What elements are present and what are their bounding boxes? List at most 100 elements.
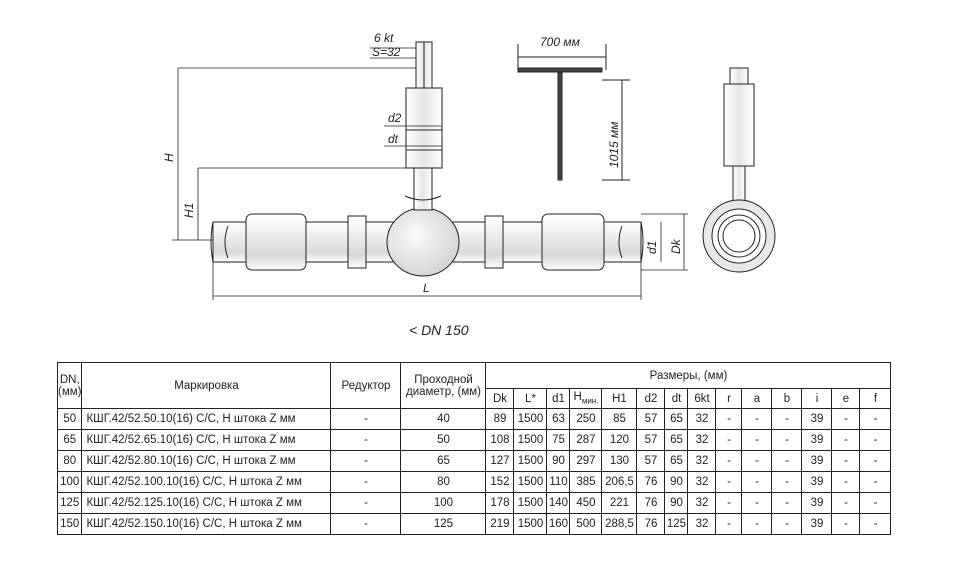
header-dn: DN, (мм) xyxy=(56,362,83,409)
table-cell: 90 xyxy=(664,492,689,514)
table-cell: 57 xyxy=(636,450,666,472)
table-cell: КШГ.42/52.50.10(16) С/С, Н штока Z мм xyxy=(81,408,332,430)
table-cell: 288,5 xyxy=(601,513,638,535)
table-cell: 1500 xyxy=(513,471,548,493)
table-cell: 65 xyxy=(664,408,689,430)
table-cell: - xyxy=(771,429,803,451)
table-cell: КШГ.42/52.150.10(16) С/С, Н штока Z мм xyxy=(81,513,332,535)
table-cell: 219 xyxy=(485,513,515,535)
table-cell: 120 xyxy=(601,429,638,451)
table-cell: 150 xyxy=(56,513,83,535)
table-cell: 287 xyxy=(569,429,603,451)
table-cell: 206,5 xyxy=(601,471,638,493)
table-cell: 1500 xyxy=(513,429,548,451)
table-cell: 50 xyxy=(56,408,83,430)
d1-label: d1 xyxy=(645,241,659,254)
table-cell: - xyxy=(741,408,773,430)
key-height-label: 1015 мм xyxy=(607,122,621,168)
subheader-h-min: Hмин. xyxy=(569,388,603,409)
table-cell: 130 xyxy=(601,450,638,472)
h1-label: H1 xyxy=(182,203,196,218)
table-cell: 1500 xyxy=(513,513,548,535)
table-cell: - xyxy=(715,408,743,430)
table-cell: 1500 xyxy=(513,450,548,472)
subheader-d1: d1 xyxy=(546,388,571,409)
table-cell: 63 xyxy=(546,408,571,430)
subheader-r: r xyxy=(715,388,743,409)
header-bore: Проходной диаметр, (мм) xyxy=(400,362,487,409)
table-cell: 32 xyxy=(687,408,717,430)
table-cell: 108 xyxy=(485,429,515,451)
dt-label: dt xyxy=(388,132,399,146)
table-cell: 85 xyxy=(601,408,638,430)
l-label: L xyxy=(423,281,430,295)
table-cell: КШГ.42/52.80.10(16) С/С, Н штока Z мм xyxy=(81,450,332,472)
table-cell: - xyxy=(771,408,803,430)
dimension-lines xyxy=(172,47,688,300)
s-label: S=32 xyxy=(372,45,401,59)
kt-label: 6 kt xyxy=(374,31,394,45)
table-cell: 450 xyxy=(569,492,603,514)
table-cell: - xyxy=(715,492,743,514)
table-cell: - xyxy=(771,513,803,535)
subheader-6kt: 6kt xyxy=(687,388,717,409)
table-cell: 76 xyxy=(636,513,666,535)
subheader-dk: Dk xyxy=(485,388,515,409)
table-cell: 1500 xyxy=(513,408,548,430)
table-cell: - xyxy=(715,471,743,493)
table-cell: - xyxy=(741,492,773,514)
table-cell: 221 xyxy=(601,492,638,514)
table-cell: 32 xyxy=(687,513,717,535)
table-cell: 80 xyxy=(400,471,487,493)
table-cell: - xyxy=(330,429,402,451)
subheader-b: b xyxy=(771,388,803,409)
subheader-h: H xyxy=(573,391,582,404)
subheader-i: i xyxy=(801,388,833,409)
table-cell: - xyxy=(859,492,892,514)
table-cell: 500 xyxy=(569,513,603,535)
table-cell: 50 xyxy=(400,429,487,451)
table-cell: - xyxy=(859,408,892,430)
table-cell: - xyxy=(831,450,861,472)
table-cell: 65 xyxy=(664,450,689,472)
drawing-caption: < DN 150 xyxy=(409,322,469,338)
h-label: H xyxy=(162,153,176,162)
dk-label: Dk xyxy=(669,238,683,254)
key-width-label: 700 мм xyxy=(540,35,580,49)
table-cell: - xyxy=(771,471,803,493)
table-cell: КШГ.42/52.65.10(16) С/С, Н штока Z мм xyxy=(81,429,332,451)
table-cell: - xyxy=(715,450,743,472)
table-cell: 100 xyxy=(56,471,83,493)
subheader-dt: dt xyxy=(664,388,689,409)
header-sizes: Размеры, (мм) xyxy=(485,362,892,389)
table-cell: 65 xyxy=(56,429,83,451)
table-cell: 32 xyxy=(687,492,717,514)
dimension-labels: 6 kt S=32 d2 dt H H1 L d1 Dk 700 мм 1015… xyxy=(162,31,683,295)
table-cell: 125 xyxy=(664,513,689,535)
table-cell: 76 xyxy=(636,492,666,514)
subheader-h1: H1 xyxy=(601,388,638,409)
table-cell: 65 xyxy=(664,429,689,451)
table-cell: 297 xyxy=(569,450,603,472)
table-cell: - xyxy=(715,513,743,535)
table-cell: 250 xyxy=(569,408,603,430)
table-cell: - xyxy=(741,513,773,535)
subheader-e: e xyxy=(831,388,861,409)
table-cell: КШГ.42/52.100.10(16) С/С, Н штока Z мм xyxy=(81,471,332,493)
table-cell: 140 xyxy=(546,492,571,514)
table-cell: - xyxy=(831,471,861,493)
valve-body xyxy=(210,41,644,277)
table-cell: 110 xyxy=(546,471,571,493)
table-cell: 90 xyxy=(664,471,689,493)
table-cell: 80 xyxy=(56,450,83,472)
table-cell: 57 xyxy=(636,429,666,451)
table-cell: 39 xyxy=(801,408,833,430)
table-cell: - xyxy=(741,471,773,493)
table-cell: КШГ.42/52.125.10(16) С/С, Н штока Z мм xyxy=(81,492,332,514)
